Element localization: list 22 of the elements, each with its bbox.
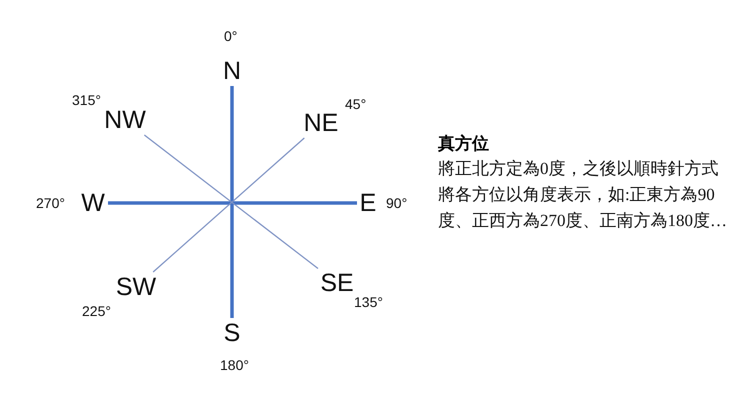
compass-line — [144, 134, 318, 269]
direction-label: E — [357, 188, 379, 218]
compass-line — [108, 201, 357, 205]
degree-label: 135° — [354, 294, 383, 310]
compass-line — [230, 86, 234, 318]
title: 真方位 — [438, 133, 489, 155]
direction-label: NE — [300, 108, 342, 138]
compass-line — [152, 138, 305, 272]
description-text: 將正北方定為0度，之後以順時針方式將各方位以角度表示，如:正東方為90度、正西方為270度、正南方為180度… — [438, 158, 728, 232]
degree-label: 90° — [386, 195, 408, 211]
degree-label: 270° — [36, 195, 65, 211]
direction-label: NW — [100, 105, 150, 135]
degree-label: 0° — [224, 28, 238, 44]
direction-label: S — [220, 318, 244, 348]
degree-label: 45° — [345, 96, 366, 112]
direction-label: N — [218, 56, 246, 86]
direction-label: SW — [113, 272, 159, 302]
direction-label: SE — [318, 268, 356, 298]
degree-label: 180° — [220, 357, 249, 373]
degree-label: 225° — [82, 303, 111, 319]
degree-label: 315° — [72, 92, 101, 108]
direction-label: W — [78, 188, 108, 218]
